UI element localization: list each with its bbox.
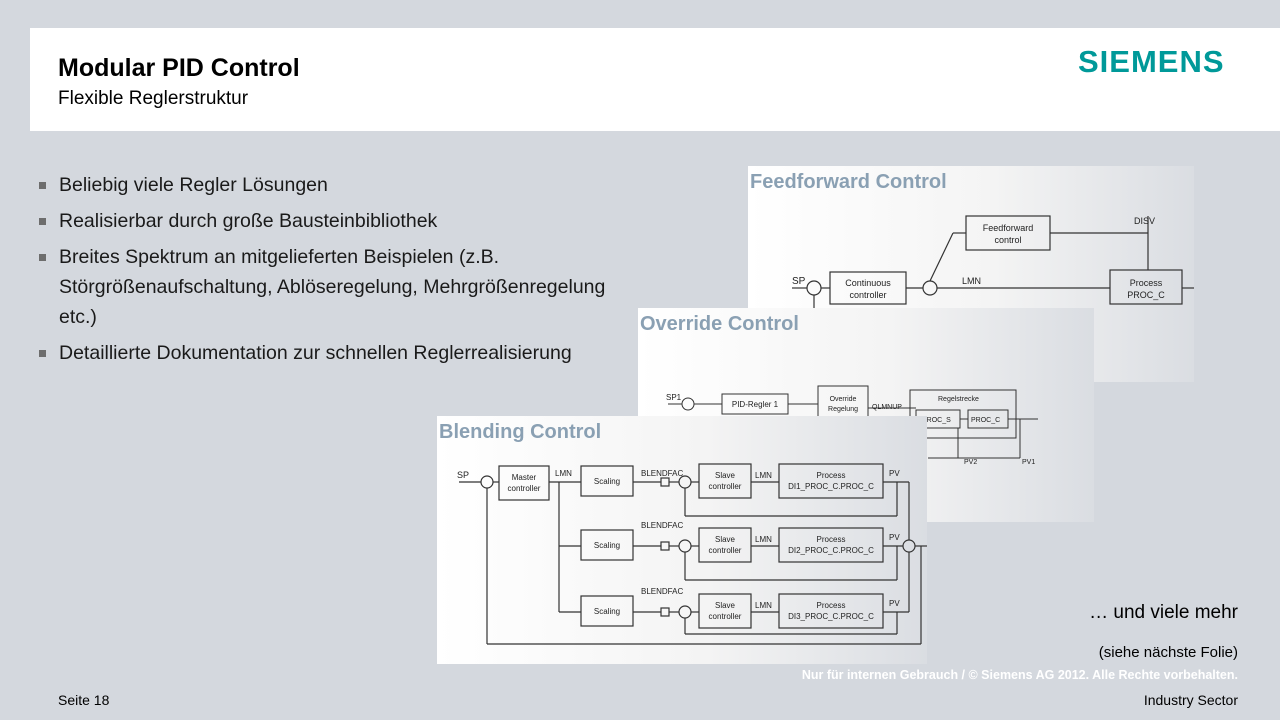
header-bar: Modular PID Control Flexible Reglerstruk… xyxy=(30,28,1280,131)
ff-sp-label: SP xyxy=(792,276,806,287)
bl-lmn-label-2: LMN xyxy=(755,535,772,544)
cc-block-label-1: Continuous xyxy=(845,278,891,288)
feedforward-title: Feedforward Control xyxy=(750,171,947,193)
siemens-logo: SIEMENS xyxy=(1078,44,1225,79)
bl-slave-label-1a: Slave xyxy=(715,471,736,480)
override-schematic: SP1 PID-Regler 1 Override Regelung QLMNU… xyxy=(666,385,1038,466)
bl-lmn-label-3: LMN xyxy=(755,601,772,610)
page-subtitle: Flexible Reglerstruktur xyxy=(58,88,249,109)
bl-scaling-label-3: Scaling xyxy=(594,607,620,616)
bl-pv-label-1: PV xyxy=(889,469,900,478)
bl-sp-label: SP xyxy=(457,470,469,480)
ovr-proc-c-label: PROC_C xyxy=(971,417,1000,424)
page-title: Modular PID Control xyxy=(58,54,300,82)
bl-process-label-3: Process xyxy=(817,601,846,610)
ovr-sp1-label: SP1 xyxy=(666,393,682,402)
ovr-proc-s-label: PROC_S xyxy=(922,417,951,424)
bullet-item: Detaillierte Dokumentation zur schnellen… xyxy=(37,338,637,368)
bl-slave-label-2a: Slave xyxy=(715,535,736,544)
bl-blendfac-label-3: BLENDFAC xyxy=(641,587,683,596)
more-text: … und viele mehr xyxy=(1089,602,1238,623)
bl-scaling-label-1: Scaling xyxy=(594,477,620,486)
ovr-qlmnup-label: QLMNUP xyxy=(872,404,902,411)
blending-title: Blending Control xyxy=(439,421,602,443)
ovr-block-label-2: Regelung xyxy=(828,406,858,413)
override-title: Override Control xyxy=(640,313,799,335)
ovr-strecke-label: Regelstrecke xyxy=(938,396,979,403)
ff-lmn-label: LMN xyxy=(962,276,981,286)
bl-proc-name-2: DI2_PROC_C.PROC_C xyxy=(788,546,874,555)
bullet-item: Beliebig viele Regler Lösungen xyxy=(37,170,637,200)
bullet-text: Detaillierte Dokumentation zur schnellen… xyxy=(59,342,572,364)
bullet-item: Realisierbar durch große Bausteinbibliot… xyxy=(37,206,637,236)
ovr-pv1-label: PV1 xyxy=(1022,459,1035,466)
ovr-block-label-1: Override xyxy=(830,396,857,403)
bullet-text: Breites Spektrum an mitgelieferten Beisp… xyxy=(59,246,606,328)
bl-proc-name-1: DI1_PROC_C.PROC_C xyxy=(788,482,874,491)
bl-blendfac-label-2: BLENDFAC xyxy=(641,521,683,530)
feedforward-schematic: SP DISV Feedforward control Continuous c… xyxy=(792,215,1194,346)
ff-disv-label: DISV xyxy=(1134,216,1155,226)
page-number: Seite 18 xyxy=(58,692,110,708)
ff-process-label-2: PROC_C xyxy=(1127,290,1165,300)
bullet-square-icon xyxy=(39,254,46,261)
bl-lmn-label-1: LMN xyxy=(755,471,772,480)
sector-label: Industry Sector xyxy=(1143,692,1238,708)
cc-block-label-2: controller xyxy=(849,290,886,300)
copyright-text: Nur für internen Gebrauch / © Siemens AG… xyxy=(801,668,1238,682)
ovr-pv2-label: PV2 xyxy=(964,459,977,466)
bullet-square-icon xyxy=(39,182,46,189)
bl-process-label-1: Process xyxy=(817,471,846,480)
bl-master-label-1: Master xyxy=(512,473,537,482)
bl-proc-name-3: DI3_PROC_C.PROC_C xyxy=(788,612,874,621)
next-slide-note: (siehe nächste Folie) xyxy=(1098,644,1238,661)
bl-lmn-label: LMN xyxy=(555,469,572,478)
bl-slave-label-2b: controller xyxy=(709,546,742,555)
bl-pv-label-2: PV xyxy=(889,533,900,542)
bullet-text: Realisierbar durch große Bausteinbibliot… xyxy=(59,210,438,232)
bullet-square-icon xyxy=(39,350,46,357)
bl-slave-label-3a: Slave xyxy=(715,601,736,610)
bl-slave-label-3b: controller xyxy=(709,612,742,621)
bl-pv-label-3: PV xyxy=(889,599,900,608)
bl-process-label-2: Process xyxy=(817,535,846,544)
ff-block-label-1: Feedforward xyxy=(983,223,1034,233)
bullet-list: Beliebig viele Regler Lösungen Realisier… xyxy=(37,170,637,374)
blending-schematic: SP Master controller LMN Scaling Scaling… xyxy=(457,463,927,645)
bullet-square-icon xyxy=(39,218,46,225)
bl-blendfac-label-1: BLENDFAC xyxy=(641,469,683,478)
ovr-pid-label: PID-Regler 1 xyxy=(732,400,779,409)
bl-slave-label-1b: controller xyxy=(709,482,742,491)
bl-scaling-label-2: Scaling xyxy=(594,541,620,550)
blending-diagram: Blending Control xyxy=(437,416,927,664)
bullet-text: Beliebig viele Regler Lösungen xyxy=(59,174,328,196)
bullet-item: Breites Spektrum an mitgelieferten Beisp… xyxy=(37,242,637,332)
ff-process-label-1: Process xyxy=(1130,278,1163,288)
bl-master-label-2: controller xyxy=(508,484,541,493)
ff-block-label-2: control xyxy=(994,235,1021,245)
